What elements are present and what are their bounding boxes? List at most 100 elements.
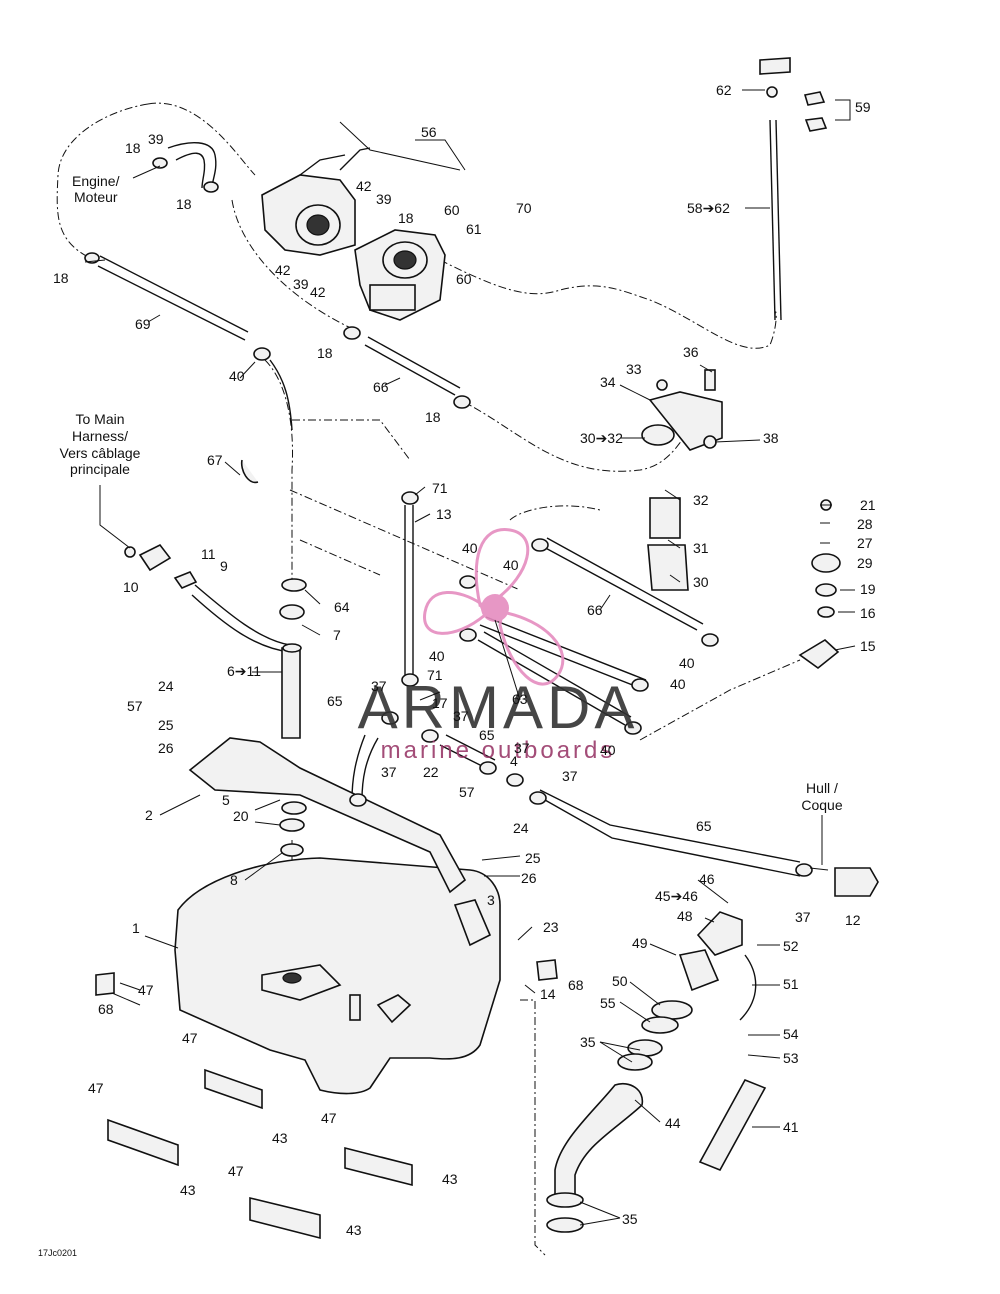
callout-1: 1: [132, 920, 140, 936]
callout-30: 30: [693, 574, 709, 590]
callout-42-c: 42: [310, 284, 326, 300]
note-harness-line2: Harness/: [72, 428, 128, 444]
callout-40-f: 40: [670, 676, 686, 692]
callout-25-b: 25: [525, 850, 541, 866]
callout-36: 36: [683, 344, 699, 360]
callout-70: 70: [516, 200, 532, 216]
callout-40-d: 40: [429, 648, 445, 664]
diagram-code: 17Jc0201: [38, 1248, 77, 1258]
callout-24-a: 24: [158, 678, 174, 694]
callout-35-a: 35: [580, 1034, 596, 1050]
callout-47-b: 47: [182, 1030, 198, 1046]
callout-71-b: 71: [427, 667, 443, 683]
pickup-tube: [279, 604, 305, 739]
callout-52: 52: [783, 938, 799, 954]
callout-26-b: 26: [521, 870, 537, 886]
routing-lines: [56, 102, 801, 1256]
callout-32: 32: [693, 492, 709, 508]
callout-45-46: 45➔46: [655, 888, 698, 904]
watermark-title: ARMADA: [358, 674, 639, 741]
callout-17: 17: [432, 695, 448, 711]
callout-18-e: 18: [317, 345, 333, 361]
callout-22: 22: [423, 764, 439, 780]
callout-40-c: 40: [503, 557, 519, 573]
callout-42-a: 42: [356, 178, 372, 194]
callout-31: 31: [693, 540, 709, 556]
fuel-tank: [174, 857, 501, 1095]
callout-47-d: 47: [321, 1110, 337, 1126]
fuel-filter: [641, 369, 723, 591]
callout-18-d: 18: [398, 210, 414, 226]
callout-37-b: 37: [453, 708, 469, 724]
callout-40-b: 40: [462, 540, 478, 556]
callout-48: 48: [677, 908, 693, 924]
tank-strap: [188, 737, 492, 947]
callout-47-a: 47: [138, 982, 154, 998]
callout-39-a: 39: [148, 131, 164, 147]
callout-39-c: 39: [293, 276, 309, 292]
callout-60-b: 60: [456, 271, 472, 287]
callout-53: 53: [783, 1050, 799, 1066]
callout-13: 13: [436, 506, 452, 522]
fuel-hoses: [97, 119, 801, 877]
callout-65-a: 65: [327, 693, 343, 709]
callout-56: 56: [421, 124, 437, 140]
note-hull-line1: Hull /: [806, 780, 838, 796]
callout-8: 8: [230, 872, 238, 888]
callout-62: 62: [716, 82, 732, 98]
callout-67: 67: [207, 452, 223, 468]
callout-64: 64: [334, 599, 350, 615]
callout-3: 3: [487, 892, 495, 908]
callout-9: 9: [220, 558, 228, 574]
note-engine-line1: Engine/: [72, 173, 120, 189]
callout-51: 51: [783, 976, 799, 992]
callout-14: 14: [540, 986, 556, 1002]
callout-11: 11: [201, 546, 216, 562]
callout-34: 34: [600, 374, 616, 390]
callout-15: 15: [860, 638, 876, 654]
diagram-notes: Engine/ Moteur To Main Harness/ Vers câb…: [38, 165, 843, 1258]
callout-18-b: 18: [176, 196, 192, 212]
callout-24-b: 24: [513, 820, 529, 836]
callout-29: 29: [857, 555, 873, 571]
callout-23: 23: [543, 919, 559, 935]
callout-47-c: 47: [88, 1080, 104, 1096]
callout-57-a: 57: [127, 698, 143, 714]
callout-4: 4: [510, 753, 518, 769]
callout-7: 7: [333, 627, 341, 643]
callout-12: 12: [845, 912, 861, 928]
callout-43-d: 43: [346, 1222, 362, 1238]
callout-66-b: 66: [587, 602, 603, 618]
callout-66-a: 66: [373, 379, 389, 395]
note-hull-line2: Coque: [801, 797, 842, 813]
callout-43-c: 43: [180, 1182, 196, 1198]
filler-neck: [546, 911, 767, 1233]
callout-2: 2: [145, 807, 153, 823]
callout-28: 28: [857, 516, 873, 532]
note-engine-line2: Moteur: [74, 189, 118, 205]
callout-47-e: 47: [228, 1163, 244, 1179]
callout-35-b: 35: [622, 1211, 638, 1227]
callout-18-a: 18: [125, 140, 141, 156]
callout-71-a: 71: [432, 480, 448, 496]
callout-18-f: 18: [425, 409, 441, 425]
callout-59: 59: [855, 99, 871, 115]
note-harness-line4: principale: [70, 461, 130, 477]
callout-54: 54: [783, 1026, 799, 1042]
watermark: ARMADA marine outboards: [358, 528, 639, 764]
callout-68-a: 68: [98, 1001, 114, 1017]
callout-61: 61: [466, 221, 482, 237]
callout-30-32: 30➔32: [580, 430, 623, 446]
callout-40-e: 40: [679, 655, 695, 671]
callout-37-c: 37: [514, 740, 530, 756]
callout-19: 19: [860, 581, 876, 597]
callout-41: 41: [783, 1119, 799, 1135]
carburetor-assembly: [261, 147, 446, 321]
callout-55: 55: [600, 995, 616, 1011]
watermark-propeller-logo: [423, 528, 565, 686]
sender-assembly: [759, 57, 828, 132]
callout-46: 46: [699, 871, 715, 887]
note-harness-line1: To Main: [75, 411, 124, 427]
callout-57-b: 57: [459, 784, 475, 800]
